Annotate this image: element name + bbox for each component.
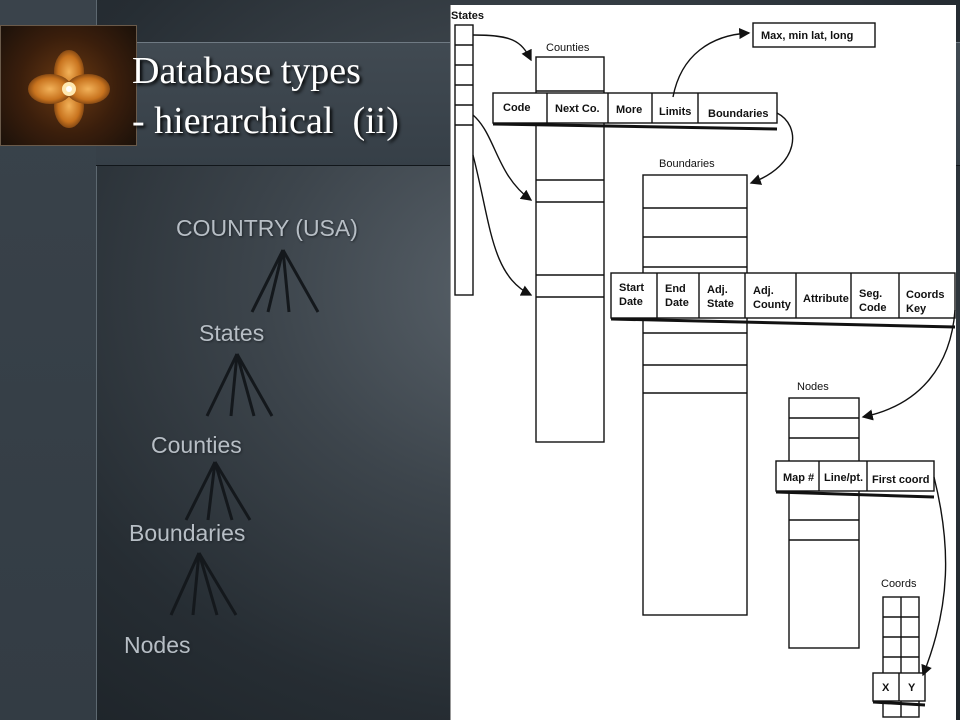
record-structure-diagram: States Counties bbox=[451, 10, 956, 718]
tree-node-country: COUNTRY (USA) bbox=[176, 215, 358, 241]
coords-label: Coords bbox=[881, 578, 917, 590]
boundaries-field: Adj.State bbox=[707, 284, 734, 310]
states-label: States bbox=[451, 10, 484, 22]
record-structure-figure: States Counties bbox=[450, 5, 956, 720]
slide-title-line-1: Database types bbox=[132, 50, 361, 92]
counties-field: Boundaries bbox=[708, 108, 769, 120]
tree-node-nodes: Nodes bbox=[124, 632, 191, 658]
counties-field: Next Co. bbox=[555, 103, 600, 115]
four-petal-flower-logo-icon bbox=[0, 25, 137, 146]
tree-node-boundaries: Boundaries bbox=[129, 520, 246, 546]
counties-field: Limits bbox=[659, 106, 691, 118]
hierarchy-tree bbox=[169, 249, 320, 616]
counties-label: Counties bbox=[546, 42, 590, 54]
counties-field: Code bbox=[503, 102, 531, 114]
nodes-field: Map # bbox=[783, 472, 814, 484]
coords-record bbox=[872, 672, 926, 707]
boundaries-field: Seg.Code bbox=[859, 288, 887, 314]
counties-record bbox=[492, 92, 778, 131]
boundaries-table bbox=[642, 174, 748, 616]
nodes-table bbox=[788, 397, 860, 649]
tree-node-states: States bbox=[199, 320, 265, 346]
tree-node-counties: Counties bbox=[151, 432, 242, 458]
boundaries-record bbox=[610, 272, 956, 329]
states-table bbox=[454, 24, 474, 296]
coords-field: X bbox=[882, 682, 890, 694]
coords-field: Y bbox=[908, 682, 916, 694]
nodes-record bbox=[775, 460, 935, 499]
boundaries-field: Attribute bbox=[803, 293, 849, 305]
nodes-field: Line/pt. bbox=[824, 472, 863, 484]
boundaries-label: Boundaries bbox=[659, 158, 715, 170]
max-min-label: Max, min lat, long bbox=[761, 30, 853, 42]
slide-title-line-2: - hierarchical (ii) bbox=[132, 100, 399, 142]
counties-field: More bbox=[616, 104, 642, 116]
nodes-field: First coord bbox=[872, 474, 929, 486]
pointer-arrows bbox=[472, 27, 956, 677]
tree-connectors bbox=[169, 249, 320, 616]
counties-table bbox=[535, 56, 605, 443]
max-min-record bbox=[752, 22, 876, 48]
nodes-label: Nodes bbox=[797, 381, 829, 393]
boundaries-field: Adj.County bbox=[753, 285, 792, 311]
